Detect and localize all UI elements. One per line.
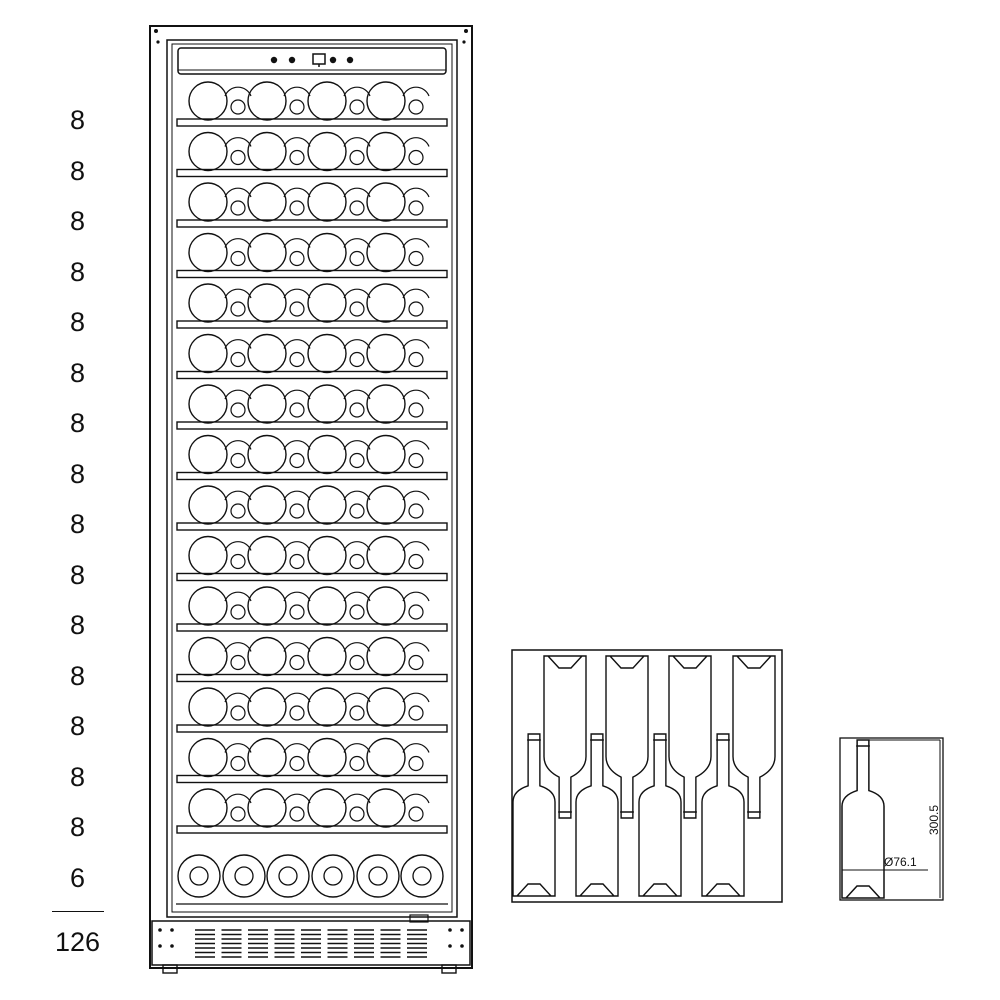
bottle-inverted <box>668 655 712 819</box>
bottom-bottle-row <box>177 854 444 898</box>
shelf <box>176 434 448 481</box>
bottle-upright <box>575 733 619 897</box>
shelf-count: 8 <box>69 105 86 135</box>
shelf-count: 8 <box>69 509 86 539</box>
bottle-base <box>266 854 310 898</box>
bottle-upright <box>512 733 556 897</box>
bottle-inverted <box>543 655 587 819</box>
shelf-count: 8 <box>69 610 86 640</box>
shelf <box>176 687 448 733</box>
shelf-count: 8 <box>69 408 86 438</box>
shelf-count: 8 <box>69 155 86 186</box>
shelf <box>176 535 448 582</box>
foot-left <box>162 964 178 974</box>
bottle-upright <box>701 733 745 897</box>
cabinet-outline <box>149 25 473 969</box>
height-label: 300.5 <box>927 805 941 835</box>
shelf-count: 8 <box>69 812 86 842</box>
bottle-base <box>177 854 221 898</box>
door-glass <box>171 43 453 913</box>
control-panel <box>177 47 447 75</box>
display-icon <box>312 53 326 65</box>
bottle-dimension-view: 300.5 Ø76.1 <box>839 737 944 901</box>
shelf-count: 8 <box>69 256 86 287</box>
bottle-inverted <box>605 655 649 819</box>
shelf <box>176 232 448 279</box>
shelf-count: 8 <box>69 307 86 337</box>
shelf-count: 8 <box>69 711 86 741</box>
shelf-count: 8 <box>69 660 86 691</box>
shelf <box>176 81 448 127</box>
bottle-inverted <box>732 655 776 819</box>
shelf <box>176 788 448 834</box>
shelf <box>176 131 448 178</box>
shelf-count: 6 <box>69 862 86 893</box>
shelf-count: 8 <box>69 761 86 792</box>
shelf <box>176 333 448 380</box>
bottle-outline <box>841 739 885 899</box>
shelf-count: 8 <box>69 458 86 489</box>
shelves <box>176 81 448 834</box>
sum-divider-line <box>52 911 104 912</box>
shelf <box>176 182 448 228</box>
diameter-label: Ø76.1 <box>884 855 917 869</box>
bottle-base <box>311 854 355 898</box>
shelf-count: 8 <box>69 206 86 236</box>
base-screws <box>158 928 464 948</box>
door-frame <box>166 39 458 918</box>
ventilation-grille <box>195 929 427 958</box>
shelf-layout-detail <box>511 649 783 903</box>
shelf <box>176 485 448 531</box>
corner-screws <box>154 29 468 44</box>
shelf <box>176 636 448 683</box>
shelf <box>176 283 448 329</box>
shelf <box>176 737 448 784</box>
shelf-count: 8 <box>69 559 86 590</box>
base-plate <box>151 920 471 966</box>
bottle-upright <box>638 733 682 897</box>
detail-bottles <box>512 655 776 897</box>
bottle-base <box>400 854 444 898</box>
bottle-base <box>222 854 266 898</box>
shelf-count: 8 <box>69 357 86 388</box>
bottle-base <box>356 854 400 898</box>
shelf <box>176 586 448 632</box>
foot-right <box>441 964 457 974</box>
shelf <box>176 384 448 430</box>
total-bottle-count: 126 <box>54 927 101 957</box>
control-buttons <box>270 56 354 64</box>
